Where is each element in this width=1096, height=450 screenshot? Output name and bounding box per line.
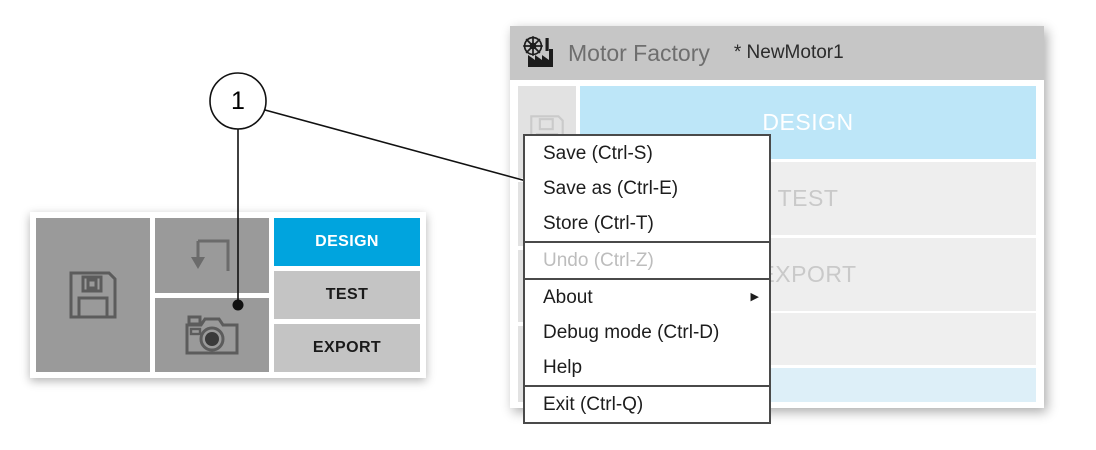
menu-item-exit[interactable]: Exit (Ctrl-Q) xyxy=(525,387,769,422)
motor-factory-window: Motor Factory * NewMotor1 xyxy=(510,26,1044,424)
menu-item-debug-mode-label: Debug mode (Ctrl-D) xyxy=(543,321,720,343)
tab-export-label: EXPORT xyxy=(759,261,857,287)
mini-tab-export-label: EXPORT xyxy=(312,339,382,356)
callout-leader-right xyxy=(264,109,531,183)
callout-number: 1 xyxy=(231,86,245,115)
mini-tab-design[interactable]: DESIGN xyxy=(274,218,420,266)
mini-middle-column xyxy=(155,218,269,372)
menu-item-about-label: About xyxy=(543,286,593,308)
app-title: Motor Factory xyxy=(568,39,710,66)
mini-tab-export[interactable]: EXPORT xyxy=(274,324,420,372)
menu-group-file: Save (Ctrl-S) Save as (Ctrl-E) Store (Ct… xyxy=(525,136,769,241)
mini-undo-button[interactable] xyxy=(155,218,269,293)
file-dropdown-menu: Save (Ctrl-S) Save as (Ctrl-E) Store (Ct… xyxy=(523,134,771,424)
mini-toolbar-panel: DESIGN TEST EXPORT xyxy=(30,212,426,378)
menu-item-save-as-label: Save as (Ctrl-E) xyxy=(543,177,679,199)
mini-tab-test[interactable]: TEST xyxy=(274,271,420,319)
undo-arrow-icon xyxy=(184,233,240,277)
mini-tab-design-label: DESIGN xyxy=(315,233,379,250)
menu-item-debug-mode[interactable]: Debug mode (Ctrl-D) xyxy=(525,315,769,350)
mini-store-button[interactable] xyxy=(155,297,269,372)
menu-item-save[interactable]: Save (Ctrl-S) xyxy=(525,136,769,171)
mini-save-button[interactable] xyxy=(36,218,150,372)
tab-test-label: TEST xyxy=(777,185,839,211)
floppy-disk-icon xyxy=(65,267,121,323)
menu-item-save-label: Save (Ctrl-S) xyxy=(543,142,653,164)
mini-tab-test-label: TEST xyxy=(325,286,369,303)
menu-item-save-as[interactable]: Save as (Ctrl-E) xyxy=(525,171,769,206)
tab-design-label: DESIGN xyxy=(762,109,854,135)
submenu-arrow-icon: ▶ xyxy=(750,291,759,303)
menu-item-help-label: Help xyxy=(543,356,583,378)
menu-item-store-label: Store (Ctrl-T) xyxy=(543,212,654,234)
menu-item-exit-label: Exit (Ctrl-Q) xyxy=(543,393,644,415)
camera-icon xyxy=(184,313,240,357)
window-titlebar: Motor Factory * NewMotor1 xyxy=(510,26,1044,80)
menu-item-about[interactable]: About ▶ xyxy=(525,280,769,315)
menu-item-undo: Undo (Ctrl-Z) xyxy=(525,243,769,278)
menu-item-store[interactable]: Store (Ctrl-T) xyxy=(525,206,769,241)
menu-group-edit: Undo (Ctrl-Z) xyxy=(525,241,769,278)
menu-item-undo-label: Undo (Ctrl-Z) xyxy=(543,249,654,271)
menu-group-help: About ▶ Debug mode (Ctrl-D) Help xyxy=(525,278,769,385)
mini-tabs-column: DESIGN TEST EXPORT xyxy=(274,218,420,372)
factory-gear-icon xyxy=(520,35,560,71)
menu-item-help[interactable]: Help xyxy=(525,350,769,385)
menu-group-exit: Exit (Ctrl-Q) xyxy=(525,385,769,422)
document-title: * NewMotor1 xyxy=(733,42,844,63)
window-body: DESIGN TEST EXPORT Save (Ctrl-S) xyxy=(510,80,1044,424)
